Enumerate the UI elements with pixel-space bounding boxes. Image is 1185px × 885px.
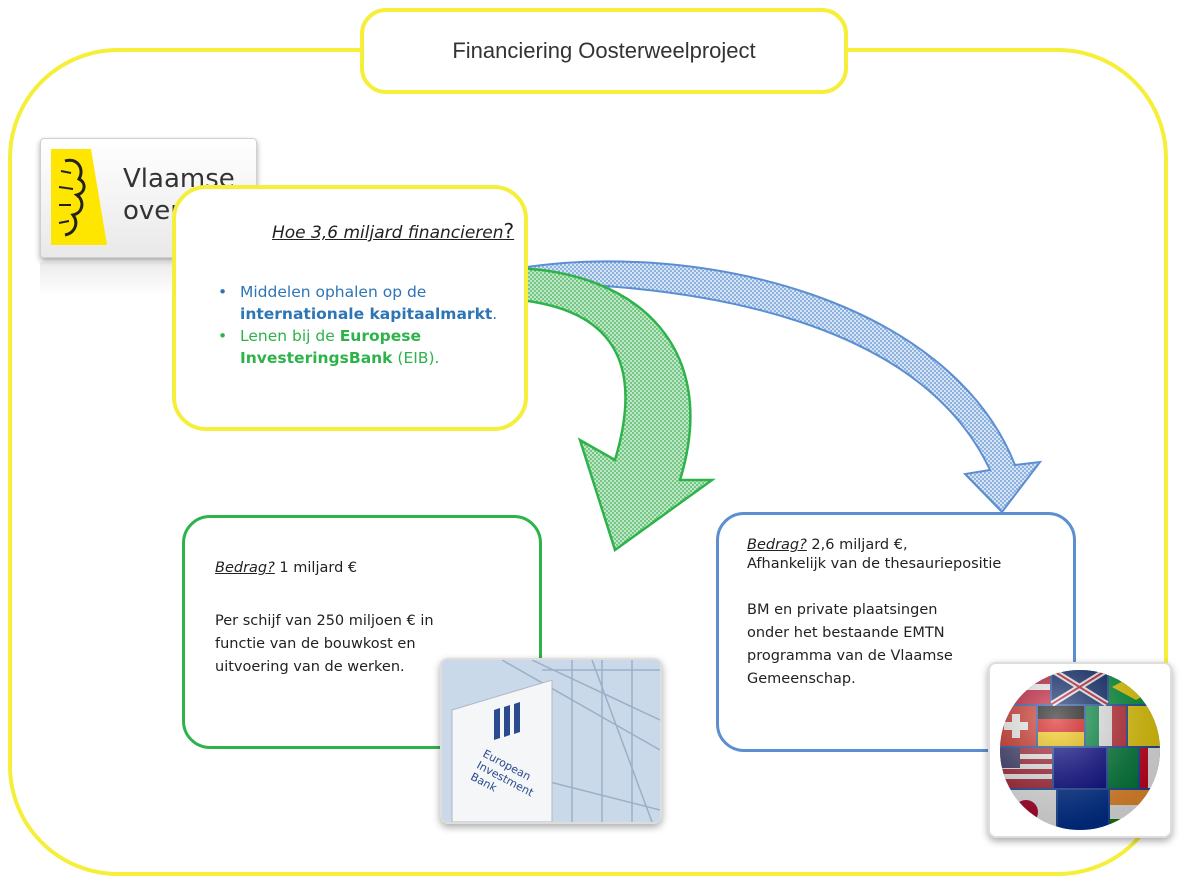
- bullet-suffix: .: [492, 305, 498, 323]
- list-item: Lenen bij de Europese InvesteringsBank (…: [214, 325, 514, 369]
- option-list: Middelen ophalen op de internationale ka…: [214, 281, 514, 369]
- market-amount: Bedrag? 2,6 miljard €, Afhankelijk van d…: [747, 537, 1001, 572]
- eib-logo-icon: [494, 702, 520, 740]
- amount-note: Afhankelijk van de thesauriepositie: [747, 556, 1002, 572]
- eib-photo: European Investment Bank: [442, 660, 660, 822]
- bullet-text: Middelen ophalen op de: [240, 283, 427, 301]
- question-mark: ?: [503, 219, 515, 243]
- market-description: BM en private plaatsingen onder het best…: [747, 599, 953, 691]
- list-item: Middelen ophalen op de internationale ka…: [214, 281, 514, 325]
- description-line: Per schijf van 250 miljoen € in: [215, 613, 434, 629]
- eib-description: Per schijf van 250 miljoen € in functie …: [215, 610, 434, 679]
- flags-globe-image: [988, 662, 1172, 838]
- description-line: onder het bestaande EMTN: [747, 625, 945, 641]
- amount-value: 2,6 miljard €,: [806, 537, 908, 553]
- flemish-lion-icon: [51, 149, 107, 245]
- amount-label: Bedrag?: [215, 560, 275, 576]
- bullet-text: Lenen bij de: [240, 327, 340, 345]
- eib-box: Bedrag? 1 miljard € Per schijf van 250 m…: [182, 515, 542, 749]
- bullet-bold: Europese InvesteringsBank: [240, 327, 421, 367]
- arrow-to-eib: [513, 266, 716, 553]
- bullet-bold: internationale kapitaalmarkt: [240, 305, 493, 323]
- page-title: Financiering Oosterweelproject: [452, 38, 756, 63]
- description-line: functie van de bouwkost en: [215, 636, 416, 652]
- amount-label: Bedrag?: [747, 537, 807, 553]
- description-line: uitvoering van de werken.: [215, 659, 405, 675]
- market-box: Bedrag? 2,6 miljard €, Afhankelijk van d…: [716, 512, 1076, 752]
- amount-value: 1 miljard €: [274, 560, 358, 576]
- question-heading: Hoe 3,6 miljard financieren?: [272, 219, 514, 243]
- bullet-suffix: (EIB).: [392, 349, 440, 367]
- description-line: Gemeenschap.: [747, 671, 856, 687]
- flags-globe-icon: [1000, 670, 1160, 830]
- eib-building-image: European Investment Bank: [440, 658, 662, 824]
- question-text: Hoe 3,6 miljard financieren: [272, 223, 504, 243]
- eib-amount: Bedrag? 1 miljard €: [215, 560, 357, 576]
- question-box: Hoe 3,6 miljard financieren? Middelen op…: [172, 185, 528, 431]
- description-line: BM en private plaatsingen: [747, 602, 938, 618]
- title-box: Financiering Oosterweelproject: [360, 8, 848, 94]
- description-line: programma van de Vlaamse: [747, 648, 953, 664]
